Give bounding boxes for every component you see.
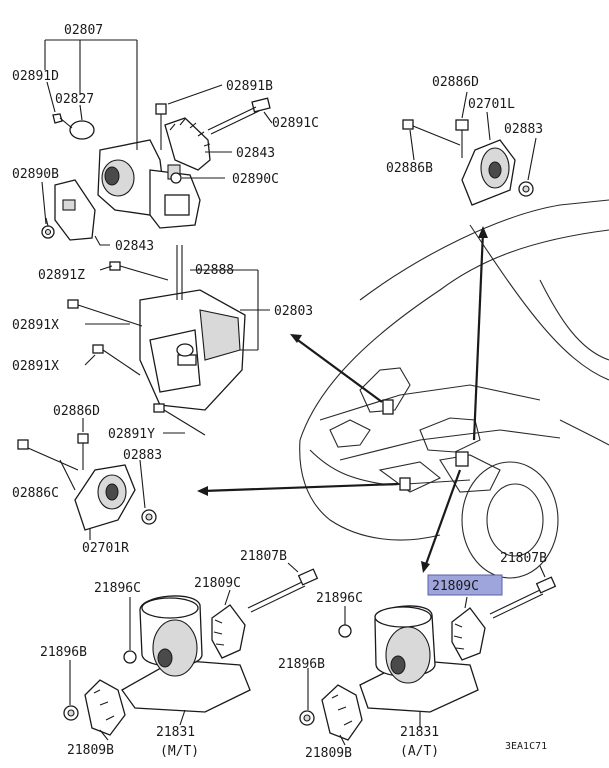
transmission-mount-mt — [63, 568, 319, 736]
callout-arrows — [197, 226, 488, 573]
label-02891X-b: 02891X — [12, 359, 59, 374]
label-02886D-left: 02886D — [53, 404, 100, 419]
label-02701L: 02701L — [468, 97, 515, 112]
label-02890C: 02890C — [232, 172, 279, 187]
label-02891Y: 02891Y — [108, 427, 155, 442]
label-21807B-left: 21807B — [240, 549, 287, 564]
label-21809B-right: 21809B — [305, 746, 352, 761]
label-21896B-right: 21896B — [278, 657, 325, 672]
label-02701R: 02701R — [82, 541, 129, 556]
label-02891D: 02891D — [12, 69, 59, 84]
label-02883-left: 02883 — [123, 448, 162, 463]
diagram-code: 3EA1C71 — [505, 741, 547, 752]
leader-lines — [41, 39, 546, 746]
label-21831-right: 21831 — [400, 725, 439, 740]
label-21809C-highlighted[interactable]: 21809C — [432, 579, 479, 594]
label-02886D-right: 02886D — [432, 75, 479, 90]
label-02890B: 02890B — [12, 167, 59, 182]
label-02888: 02888 — [195, 263, 234, 278]
label-21896B-left: 21896B — [40, 645, 87, 660]
label-02843-left: 02843 — [115, 239, 154, 254]
label-02807: 02807 — [64, 23, 103, 38]
label-02886B: 02886B — [386, 161, 433, 176]
label-02891X-a: 02891X — [12, 318, 59, 333]
label-mt: (M/T) — [160, 744, 199, 759]
engine-mount-upper — [41, 97, 271, 241]
mount-02701R — [17, 433, 157, 531]
label-02843-top: 02843 — [236, 146, 275, 161]
label-21809C-left: 21809C — [194, 576, 241, 591]
transmission-mount-at — [299, 576, 557, 741]
mount-02701L — [402, 119, 534, 206]
label-02891Z: 02891Z — [38, 268, 85, 283]
label-02891C: 02891C — [272, 116, 319, 131]
label-21807B-right: 21807B — [500, 551, 547, 566]
car-body-outline — [299, 199, 609, 579]
label-21896C-right: 21896C — [316, 591, 363, 606]
label-21896C-left: 21896C — [94, 581, 141, 596]
label-21831-left: 21831 — [156, 725, 195, 740]
label-02891B: 02891B — [226, 79, 273, 94]
engine-bracket-02803 — [67, 245, 246, 436]
label-02827: 02827 — [55, 92, 94, 107]
label-02886C: 02886C — [12, 486, 59, 501]
part-labels: 02807 02891D 02827 02891B 02891C 02843 0… — [12, 23, 547, 761]
label-02883-right: 02883 — [504, 122, 543, 137]
highlight-box — [427, 574, 503, 596]
label-at: (A/T) — [400, 744, 439, 759]
label-21809B-left: 21809B — [67, 743, 114, 758]
label-02803: 02803 — [274, 304, 313, 319]
